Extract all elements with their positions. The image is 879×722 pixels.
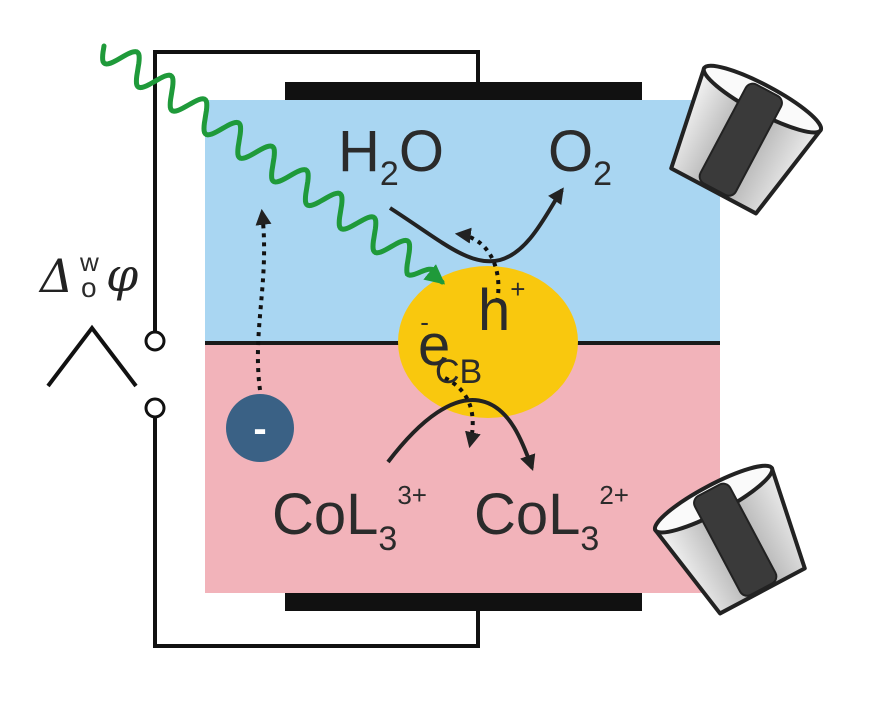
semiconductor-particle [398,266,578,418]
water-oxidation-arrow [388,187,564,264]
potential-sup: w [79,247,99,277]
terminal-bottom [144,397,166,419]
anion-label: - [253,407,266,451]
light-wave-icon [100,43,446,285]
water-label: H2O [338,119,444,193]
potential-sub: o [81,272,97,303]
electrode-bottom [285,593,642,611]
lamp-top-icon [669,63,824,216]
anion-transfer-arrow [255,208,272,391]
potential-symbol: Δ [38,249,73,303]
hole-transfer-arrow [454,227,501,303]
terminal-top [144,330,166,352]
circuit-wire-bottom [153,414,480,648]
cobalt-reduction-arrow [386,398,536,472]
cobalt-oxidized-label: CoL33+ [272,480,427,558]
electron-label: e-CB [418,307,482,391]
cobalt-reduced-label: CoL32+ [474,480,629,558]
lamp-bottom-icon [652,463,807,616]
circuit-wire-top [153,50,480,332]
potential-switch-icon [46,324,138,388]
potential-phi: φ [106,248,139,302]
oxygen-label: O2 [548,119,612,193]
hole-label: h+ [478,274,525,343]
electrode-top [285,82,642,100]
anion [226,394,294,462]
